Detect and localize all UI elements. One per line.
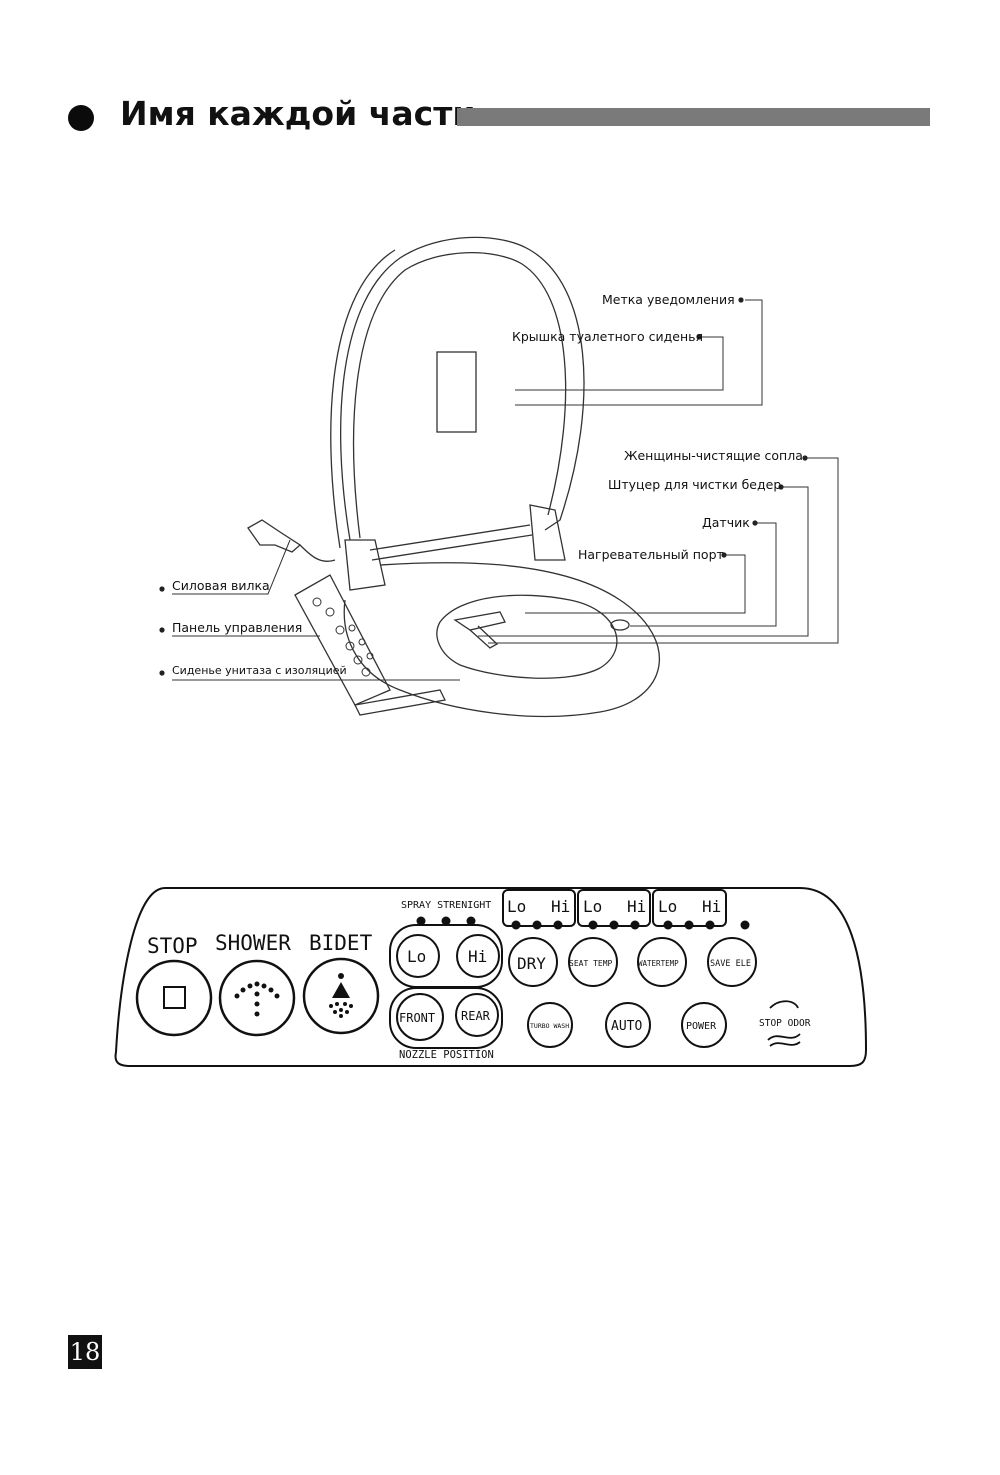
- dry-button[interactable]: DRY: [517, 954, 546, 973]
- notification-label: [436, 351, 477, 433]
- control-panel-illustration: SPRAY STRENIGHT Lo Hi Lo Hi Lo Hi STOP S…: [114, 887, 868, 1067]
- side-panel: [294, 574, 391, 706]
- title-rule: [457, 108, 930, 126]
- save-ele-button[interactable]: SAVE ELE: [710, 959, 751, 969]
- lid-inner: [352, 252, 567, 539]
- nozzle-position-label: NOZZLE POSITION: [399, 1049, 494, 1061]
- auto-button[interactable]: AUTO: [611, 1019, 642, 1034]
- hi-label-1: Hi: [551, 897, 570, 916]
- stop-odor-button[interactable]: STOP ODOR: [759, 1018, 811, 1029]
- bidet-label: BIDET: [309, 931, 373, 955]
- water-temp-button[interactable]: WATERTEMP: [638, 959, 679, 968]
- title-bullet: [68, 105, 94, 131]
- lo-label-2: Lo: [583, 897, 602, 916]
- power-cord: [299, 544, 336, 562]
- hinge-left: [344, 539, 386, 591]
- lid-edge: [330, 249, 396, 549]
- spray-strength-label: SPRAY STRENIGHT: [401, 900, 491, 911]
- label-toilet-seat-lid: Крышка туалетного сиденья: [512, 329, 703, 344]
- hi-label-2: Hi: [627, 897, 646, 916]
- label-power-plug: Силовая вилка: [172, 578, 270, 593]
- seat-opening: [436, 594, 618, 679]
- hi-button[interactable]: Hi: [468, 947, 487, 966]
- page-title: Имя каждой части: [120, 94, 476, 133]
- sensor: [610, 619, 630, 631]
- hi-label-3: Hi: [702, 897, 721, 916]
- label-insulated-seat: Сиденье унитаза с изоляцией: [172, 664, 347, 677]
- label-sensor: Датчик: [702, 515, 750, 530]
- power-button[interactable]: POWER: [686, 1021, 717, 1032]
- seat-outline: [343, 562, 660, 718]
- label-control-panel: Панель управления: [172, 620, 303, 635]
- panel-outline: [114, 887, 868, 1067]
- label-notification-mark: Метка уведомления: [602, 292, 735, 307]
- turbo-wash-button[interactable]: TURBO WASH: [530, 1022, 569, 1030]
- nozzle: [453, 611, 506, 649]
- seat-temp-button[interactable]: SEAT TEMP: [569, 959, 613, 968]
- front-button[interactable]: FRONT: [399, 1011, 435, 1025]
- stop-label: STOP: [147, 934, 198, 958]
- hinge-bar: [369, 524, 533, 561]
- odor-icon: [767, 1000, 801, 1047]
- lo-label-3: Lo: [658, 897, 677, 916]
- hinge-right: [529, 504, 566, 561]
- power-plug: [247, 519, 302, 553]
- rear-button[interactable]: REAR: [461, 1009, 491, 1023]
- page-number: 18: [68, 1335, 102, 1369]
- shower-label: SHOWER: [215, 931, 291, 955]
- side-panel-base: [354, 689, 446, 716]
- label-hip-nozzle: Штуцер для чистки бедер: [608, 477, 782, 492]
- lo-button[interactable]: Lo: [407, 947, 426, 966]
- lo-label-1: Lo: [507, 897, 526, 916]
- lid-outline: [340, 236, 585, 541]
- label-heating-port: Нагревательный порт: [578, 547, 724, 562]
- label-female-nozzle: Женщины-чистящие сопла: [624, 448, 803, 463]
